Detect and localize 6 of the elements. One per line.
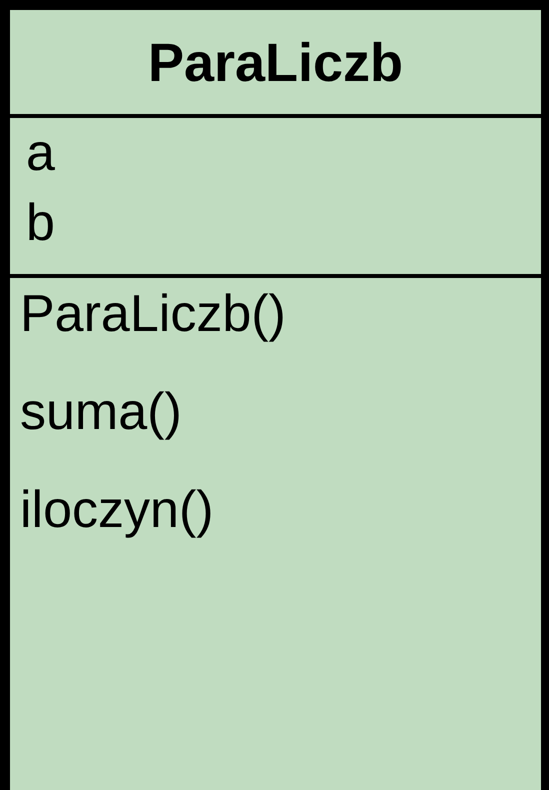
method-text: ParaLiczb() bbox=[20, 285, 286, 345]
method-text: iloczyn() bbox=[20, 481, 214, 541]
class-name: ParaLiczb bbox=[148, 32, 404, 94]
attribute-text: a bbox=[26, 124, 55, 184]
method-text: suma() bbox=[20, 383, 182, 443]
attribute-text: b bbox=[26, 194, 55, 254]
